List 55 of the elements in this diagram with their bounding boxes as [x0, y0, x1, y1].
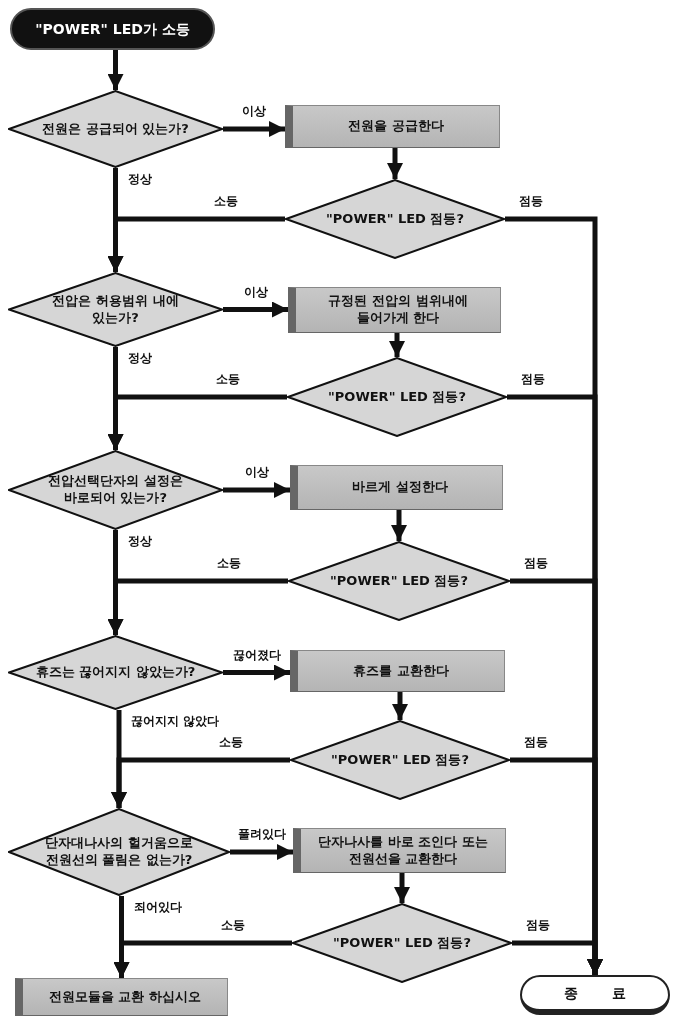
edge-label: 점등 — [522, 734, 550, 751]
process-box: 바르게 설정한다 — [290, 465, 503, 510]
arrow — [392, 692, 408, 720]
arrow — [223, 301, 288, 318]
decision-diamond: 전원은 공급되어 있는가? — [8, 90, 223, 168]
arrow — [107, 347, 124, 450]
arrow — [512, 940, 603, 975]
arrow — [387, 148, 403, 179]
arrow — [394, 873, 410, 903]
decision-diamond: "POWER" LED 점등? — [287, 357, 507, 437]
process-box: 전원모듈을 교환 하십시오 — [15, 978, 228, 1016]
decision-diamond: "POWER" LED 점등? — [288, 541, 510, 621]
process-box: 단자나사를 바로 조인다 또는 전원선을 교환한다 — [293, 828, 506, 873]
arrow — [391, 510, 407, 541]
decision-diamond: 단자대나사의 헐거움으로 전원선의 풀림은 없는가? — [8, 808, 230, 896]
decision-diamond: 휴즈는 끊어지지 않았는가? — [8, 635, 223, 710]
end-terminal: 종 료 — [520, 975, 670, 1015]
edge-label: 죄어있다 — [131, 899, 184, 916]
decision-diamond: "POWER" LED 점등? — [290, 720, 510, 800]
edge-label: 소등 — [219, 917, 247, 934]
edge-label: 이상 — [242, 464, 271, 481]
arrow — [230, 844, 293, 860]
edge-label: 소등 — [215, 555, 243, 572]
process-box: 규정된 전압의 범위내에 들어가게 한다 — [288, 287, 501, 333]
arrow — [389, 333, 405, 357]
edge-label: 점등 — [517, 193, 545, 210]
edge-label: 끊어지지 않았다 — [129, 713, 222, 730]
decision-diamond: "POWER" LED 점등? — [285, 179, 505, 259]
start-terminal: "POWER" LED가 소등 — [10, 8, 215, 50]
arrow — [107, 50, 124, 90]
edge-label: 점등 — [519, 371, 547, 388]
arrow — [111, 710, 127, 808]
edge-label: 점등 — [522, 555, 550, 572]
edge-label: 끊어졌다 — [230, 646, 283, 664]
edge-label: 정상 — [125, 171, 154, 188]
edge-label: 점등 — [524, 917, 552, 934]
decision-diamond: 전압은 허용범위 내에 있는가? — [8, 272, 223, 347]
edge-label: 풀려있다 — [235, 826, 288, 843]
arrow — [223, 664, 290, 681]
edge-label: 소등 — [214, 371, 242, 388]
edge-label: 소등 — [212, 193, 240, 210]
edge-label: 정상 — [125, 533, 154, 550]
decision-diamond: 전압선택단자의 설정은 바로되어 있는가? — [8, 450, 223, 530]
arrow — [107, 530, 124, 635]
process-box: 휴즈를 교환한다 — [290, 650, 505, 692]
arrow — [113, 896, 130, 978]
arrow — [223, 482, 290, 498]
decision-diamond: "POWER" LED 점등? — [292, 903, 512, 983]
arrow — [223, 121, 285, 137]
edge-label: 이상 — [240, 103, 268, 120]
edge-label: 정상 — [125, 350, 154, 367]
edge-label: 이상 — [241, 283, 270, 301]
arrow — [107, 168, 124, 272]
edge-label: 소등 — [217, 734, 245, 751]
process-box: 전원을 공급한다 — [285, 105, 500, 148]
